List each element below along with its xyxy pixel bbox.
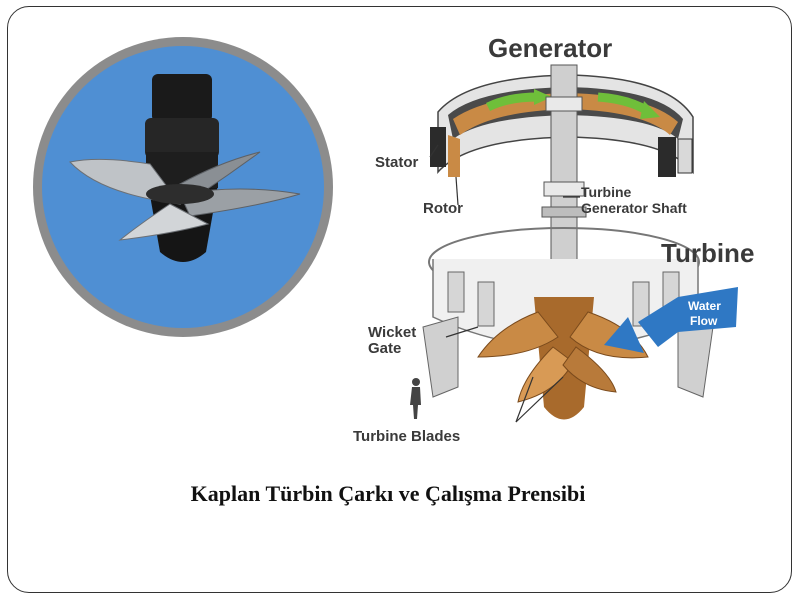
shaft-label-line2: Generator Shaft xyxy=(581,200,687,216)
turbine-blades-label: Turbine Blades xyxy=(353,428,460,445)
person-scale-icon xyxy=(410,378,421,419)
shaft-label-line1: Turbine xyxy=(581,184,632,200)
kaplan-runner-photo xyxy=(33,37,333,337)
generator-title: Generator xyxy=(488,33,612,63)
wicket-gate-label-line2: Gate xyxy=(368,340,401,357)
water-flow-arrow: Water Flow xyxy=(604,287,738,353)
turbine-title: Turbine xyxy=(661,238,754,268)
rotor-ring xyxy=(430,89,693,177)
rotor-label: Rotor xyxy=(423,200,463,217)
stator-label: Stator xyxy=(375,154,419,171)
water-flow-label-line1: Water xyxy=(688,299,721,313)
wicket-gate-label-line1: Wicket xyxy=(368,324,416,341)
slide-caption: Kaplan Türbin Çarkı ve Çalışma Prensibi xyxy=(190,481,586,506)
kaplan-turbine-diagram: Water Flow Generator Turbine Stator Roto… xyxy=(353,33,754,445)
slide-frame: Water Flow Generator Turbine Stator Roto… xyxy=(7,6,792,593)
turbine-runner xyxy=(477,297,649,420)
water-flow-label-line2: Flow xyxy=(690,314,718,328)
